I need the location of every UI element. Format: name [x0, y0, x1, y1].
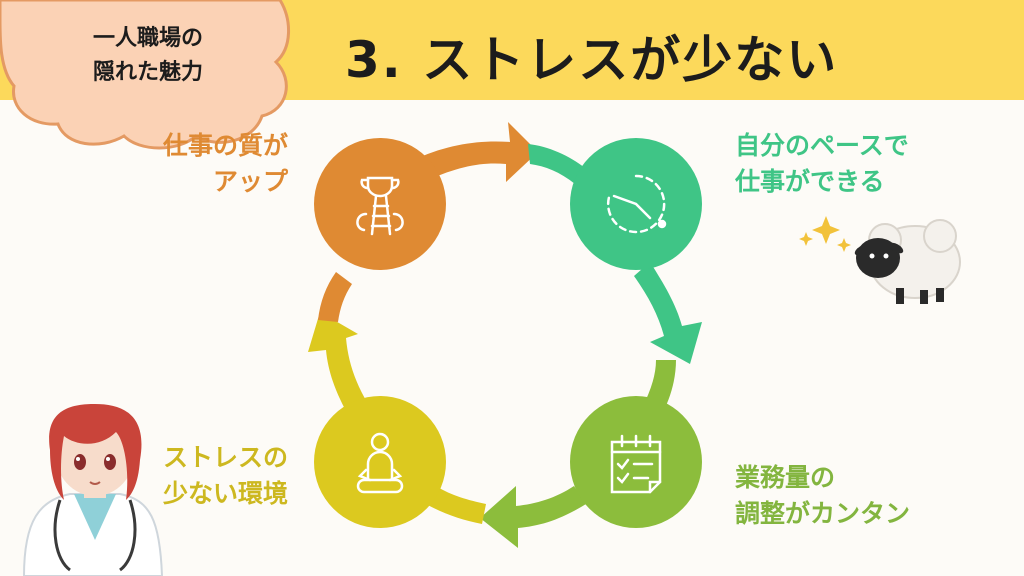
label-workload-adjust-line1: 業務量の — [735, 463, 836, 492]
label-quality-up-line1: 仕事の質が — [162, 131, 288, 160]
arrow-orange-left-segment — [318, 272, 352, 322]
label-quality-up-line2: アップ — [212, 167, 288, 196]
label-own-pace-line2: 仕事ができる — [735, 167, 885, 196]
badge-text: 一人職場の 隠れた魅力 — [48, 22, 248, 90]
label-workload-adjust-line2: 調整がカンタン — [735, 499, 911, 528]
arrow-green-to-lime — [634, 262, 702, 364]
label-low-stress-line1: ストレスの — [162, 443, 288, 472]
badge-line-1: 一人職場の — [92, 26, 203, 51]
label-own-pace-line1: 自分のペースで — [735, 131, 909, 160]
page-title: 3. ストレスが少ない — [345, 31, 839, 89]
sheep-illustration — [854, 219, 961, 304]
label-quality-up: 仕事の質が アップ — [120, 128, 288, 200]
trophy-ladder-icon — [356, 176, 404, 236]
arrow-yellow-to-orange — [308, 312, 368, 418]
node-lime — [570, 396, 702, 528]
badge-line-2: 隠れた魅力 — [92, 60, 203, 85]
checklist-calendar-icon — [610, 434, 662, 494]
sparkles-icon — [799, 216, 851, 252]
meditation-icon — [356, 432, 404, 494]
label-own-pace: 自分のペースで 仕事ができる — [735, 128, 909, 200]
arrow-yellow-bottom-segment — [426, 486, 486, 524]
node-orange — [314, 138, 446, 270]
nurse-character — [22, 404, 164, 576]
cloud-badge — [0, 0, 291, 150]
label-low-stress: ストレスの 少ない環境 — [120, 440, 288, 512]
arrow-lime-to-yellow — [480, 486, 586, 548]
label-low-stress-line2: 少ない環境 — [162, 479, 288, 508]
node-yellow — [314, 396, 446, 528]
clock-icon — [606, 174, 667, 234]
label-workload-adjust: 業務量の 調整がカンタン — [735, 460, 910, 532]
arrow-orange-to-green — [418, 122, 538, 182]
arrow-green-top-segment — [528, 144, 585, 184]
